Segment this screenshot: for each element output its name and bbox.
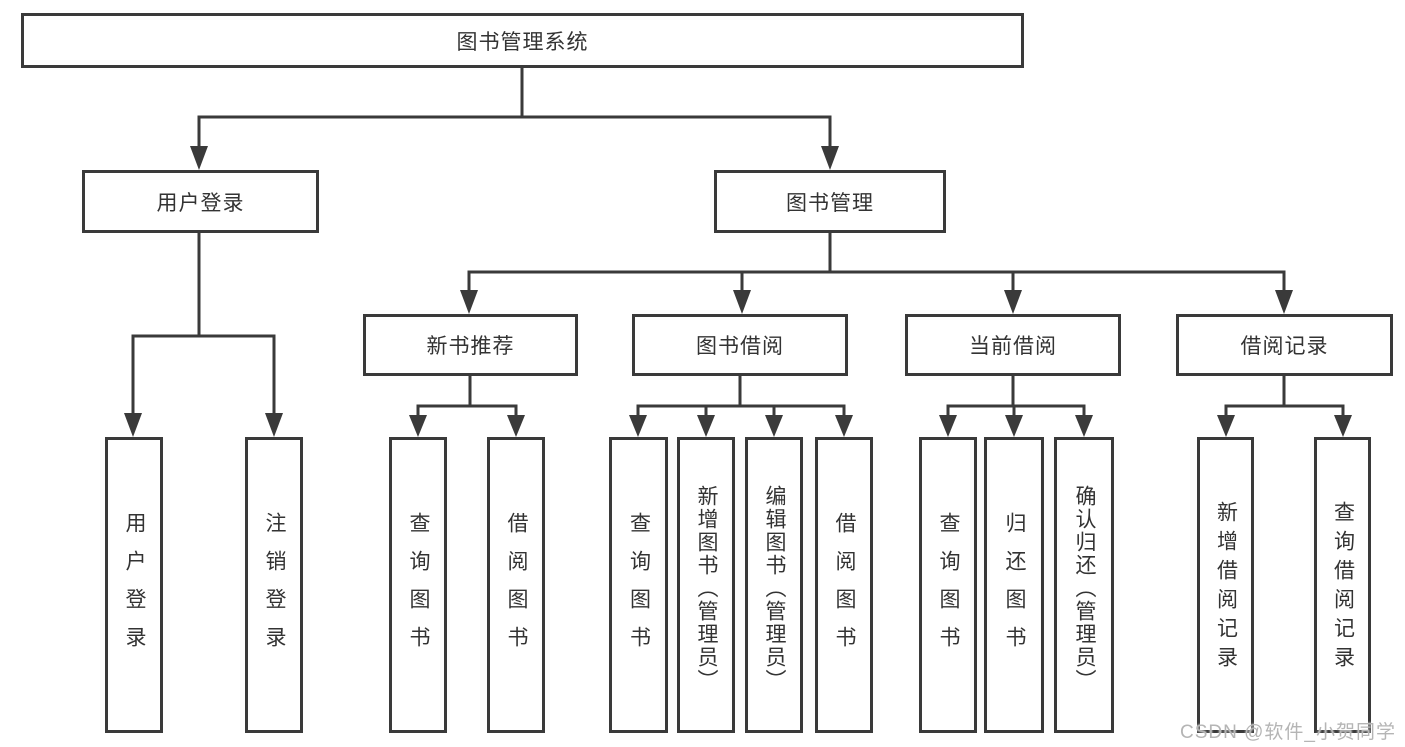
node-label: 查询图书: [627, 512, 651, 664]
leaf-query-borrow-record: 查询借阅记录: [1314, 437, 1371, 733]
node-book-management: 图书管理: [714, 170, 946, 233]
node-label: 新书推荐: [426, 335, 515, 358]
node-label: 图书借阅: [696, 335, 784, 358]
watermark: CSDN @软件_小贺同学: [1180, 722, 1396, 743]
node-label: 注销登录: [263, 512, 286, 664]
leaf-query-books-3: 查询图书: [919, 437, 977, 733]
node-label: 当前借阅: [969, 335, 1057, 358]
node-label: 查询图书: [937, 512, 960, 664]
node-label: 编辑图书（管理员）: [763, 484, 786, 692]
leaf-add-book-admin: 新增图书（管理员）: [677, 437, 735, 733]
leaf-borrow-books-1: 借阅图书: [487, 437, 545, 733]
node-label: 归还图书: [1003, 512, 1026, 664]
node-label: 新增图书（管理员）: [695, 484, 718, 692]
node-book-borrowing: 图书借阅: [632, 314, 848, 376]
node-label: 借阅图书: [833, 512, 856, 664]
node-label: 借阅图书: [505, 512, 528, 664]
leaf-confirm-return-admin: 确认归还（管理员）: [1054, 437, 1114, 733]
leaf-edit-book-admin: 编辑图书（管理员）: [745, 437, 803, 733]
node-label: 用户登录: [156, 191, 245, 215]
node-user-login: 用户登录: [82, 170, 319, 233]
node-new-book-recommend: 新书推荐: [363, 314, 578, 376]
leaf-query-books-2: 查询图书: [609, 437, 668, 733]
leaf-logout: 注销登录: [245, 437, 303, 733]
node-label: 查询图书: [407, 512, 430, 664]
node-label: 用户登录: [123, 512, 146, 664]
leaf-return-books: 归还图书: [984, 437, 1044, 733]
node-label: 新增借阅记录: [1214, 501, 1238, 675]
node-current-borrowing: 当前借阅: [905, 314, 1121, 376]
leaf-add-borrow-record: 新增借阅记录: [1197, 437, 1254, 733]
leaf-user-login: 用户登录: [105, 437, 163, 733]
node-label: 确认归还（管理员）: [1073, 484, 1096, 692]
node-label: 借阅记录: [1240, 335, 1329, 358]
node-borrowing-records: 借阅记录: [1176, 314, 1393, 376]
node-label: 图书管理系统: [456, 30, 589, 54]
leaf-query-books-1: 查询图书: [389, 437, 447, 733]
node-label: 图书管理: [786, 191, 874, 215]
leaf-borrow-books-2: 借阅图书: [815, 437, 873, 733]
node-label: 查询借阅记录: [1331, 501, 1355, 675]
node-library-management-system: 图书管理系统: [21, 13, 1024, 68]
